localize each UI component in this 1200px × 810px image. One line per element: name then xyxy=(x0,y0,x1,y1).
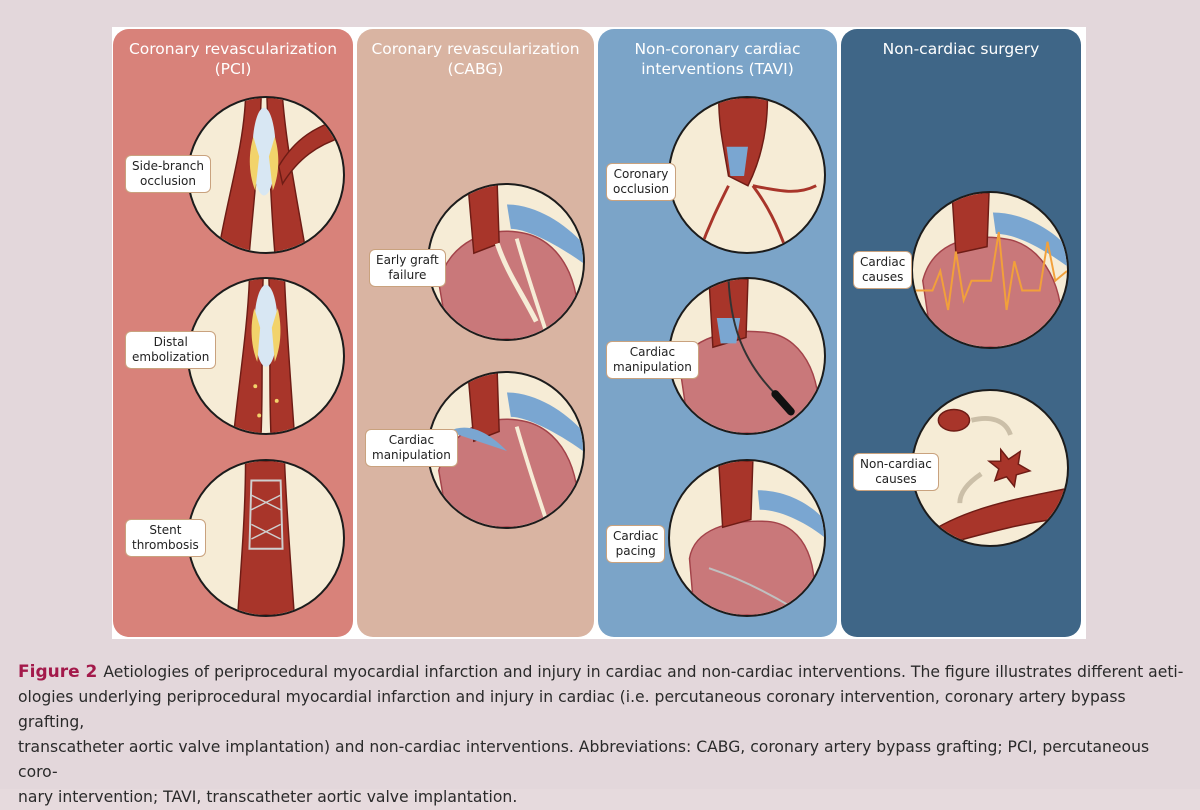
panel-tavi: Non-coronary cardiac interventions (TAVI… xyxy=(598,29,837,637)
panel-title-tavi: Non-coronary cardiac interventions (TAVI… xyxy=(634,40,801,78)
label-cardiac-pacing: Cardiac pacing xyxy=(606,525,666,563)
panel-title-pci: Coronary revascularization (PCI) xyxy=(128,40,338,78)
stent-thrombosis-illustration xyxy=(187,459,345,617)
panel-title-non-cardiac-surgery: Non-cardiac surgery xyxy=(882,40,1040,58)
label-tavi-cardiac-manipulation: Cardiac manipulation xyxy=(606,341,699,379)
panel-non-cardiac-surgery: Non-cardiac surgery Cardiac causes xyxy=(841,29,1081,637)
side-branch-occlusion-illustration xyxy=(187,96,345,254)
caption-line-2: ologies underlying periprocedural myocar… xyxy=(18,688,1126,731)
cardiac-causes-illustration xyxy=(911,191,1069,349)
caption-line-3: transcatheter aortic valve implantation)… xyxy=(18,738,1150,781)
label-side-branch-occlusion: Side-branch occlusion xyxy=(125,155,211,193)
figure-label: Figure 2 xyxy=(18,662,98,682)
label-stent-thrombosis: Stent thrombosis xyxy=(125,519,206,557)
page: Coronary revascularization (PCI) Side-br… xyxy=(18,27,1184,806)
label-early-graft-failure: Early graft failure xyxy=(369,249,446,287)
label-non-cardiac-causes: Non-cardiac causes xyxy=(853,453,939,491)
coronary-occlusion-illustration xyxy=(668,96,826,254)
panel-cabg: Coronary revascularization (CABG) Early … xyxy=(357,29,594,637)
label-cabg-cardiac-manipulation: Cardiac manipulation xyxy=(365,429,458,467)
panel-title-cabg: Coronary revascularization (CABG) xyxy=(371,40,580,78)
label-coronary-occlusion: Coronary occlusion xyxy=(606,163,677,201)
cardiac-pacing-illustration xyxy=(668,459,826,617)
early-graft-failure-illustration xyxy=(427,183,585,341)
panel-pci: Coronary revascularization (PCI) Side-br… xyxy=(113,29,353,637)
label-cardiac-causes: Cardiac causes xyxy=(853,251,913,289)
label-distal-embolization: Distal embolization xyxy=(125,331,217,369)
cabg-cardiac-manipulation-illustration xyxy=(427,371,585,529)
